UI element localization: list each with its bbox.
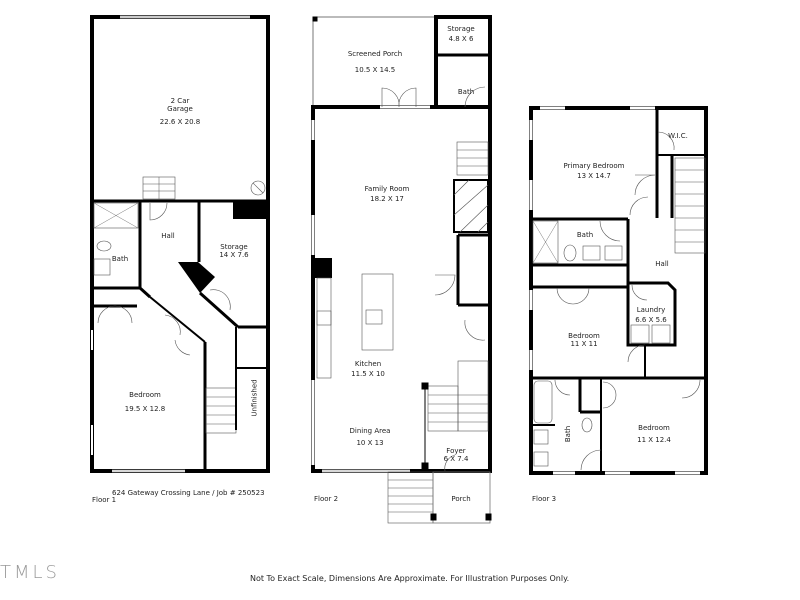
room-label-bath-f3-secondary: Bath (564, 425, 573, 443)
floor-2-plan (311, 15, 492, 524)
room-label-wic: W.I.C. (668, 132, 688, 140)
foyer-dims: 6 X 7.4 (443, 455, 469, 464)
bedroom-2-dims: 11 X 11 (570, 340, 598, 349)
room-label-foyer: Foyer 6 X 7.4 (444, 447, 469, 464)
bedroom-dims: 19.5 X 12.8 (124, 405, 166, 414)
room-label-bath-f2: Bath (457, 88, 475, 96)
room-label-porch: Porch (451, 495, 471, 503)
laundry-name: Laundry (636, 306, 666, 314)
storage-f2-name: Storage (447, 25, 475, 33)
room-label-laundry: Laundry 6.6 X 5.6 (635, 306, 667, 325)
room-label-bath-primary: Bath (576, 231, 594, 239)
screened-porch-dims: 10.5 X 14.5 (354, 66, 396, 75)
kitchen-dims: 11.5 X 10 (351, 370, 385, 379)
room-label-storage-f2: Storage 4.8 X 6 (447, 25, 474, 44)
storage-name: Storage (220, 243, 248, 251)
storage-dims: 14 X 7.6 (219, 251, 249, 260)
garage-name-line1: 2 Car (170, 97, 190, 105)
kitchen-name: Kitchen (354, 360, 382, 368)
foyer-name: Foyer (446, 447, 466, 455)
storage-f2-dims: 4.8 X 6 (448, 35, 474, 44)
room-label-garage: 2 Car Garage 22.6 X 20.8 (160, 97, 200, 126)
garage-name-line2: Garage (167, 105, 193, 114)
mls-watermark: TMLS (0, 562, 60, 583)
floor-2-label: Floor 2 (314, 495, 339, 503)
disclaimer-text: Not To Exact Scale, Dimensions Are Appro… (250, 574, 570, 583)
room-label-family-room: Family Room 18.2 X 17 (365, 185, 410, 204)
bedroom-2-name: Bedroom (568, 332, 600, 340)
dining-area-dims: 10 X 13 (356, 439, 384, 448)
floor-3-label: Floor 3 (532, 495, 557, 503)
room-label-bedroom-2: Bedroom 11 X 11 (568, 332, 600, 349)
floor-1-plan (90, 15, 270, 473)
floor-3-plan (529, 106, 708, 475)
room-label-bedroom-3: Bedroom 11 X 12.4 (637, 424, 671, 445)
bedroom-name: Bedroom (129, 391, 161, 399)
room-label-hall-f1: Hall (161, 232, 175, 240)
primary-bedroom-name: Primary Bedroom (563, 162, 625, 170)
room-label-kitchen: Kitchen 11.5 X 10 (351, 360, 385, 379)
room-label-primary-bedroom: Primary Bedroom 13 X 14.7 (564, 162, 625, 181)
bedroom-3-dims: 11 X 12.4 (637, 436, 671, 445)
screened-porch-name: Screened Porch (347, 50, 403, 58)
bedroom-3-name: Bedroom (638, 424, 670, 432)
room-label-bath-f1: Bath (111, 255, 129, 263)
laundry-dims: 6.6 X 5.6 (635, 316, 667, 325)
floor-1-label: Floor 1 (92, 496, 117, 504)
room-label-unfinished: Unfinished (250, 379, 259, 417)
primary-bedroom-dims: 13 X 14.7 (577, 172, 611, 181)
room-label-hall-f3: Hall (655, 260, 669, 268)
family-room-name: Family Room (364, 185, 410, 193)
room-label-dining-area: Dining Area 10 X 13 (350, 427, 391, 448)
dining-area-name: Dining Area (349, 427, 391, 435)
address-caption: 624 Gateway Crossing Lane / Job # 250523 (112, 489, 265, 497)
room-label-screened-porch: Screened Porch 10.5 X 14.5 (348, 50, 402, 75)
room-label-bedroom-f1: Bedroom 19.5 X 12.8 (125, 391, 165, 414)
room-label-storage-f1: Storage 14 X 7.6 (219, 243, 248, 260)
family-room-dims: 18.2 X 17 (370, 195, 404, 204)
garage-dims: 22.6 X 20.8 (159, 117, 201, 126)
